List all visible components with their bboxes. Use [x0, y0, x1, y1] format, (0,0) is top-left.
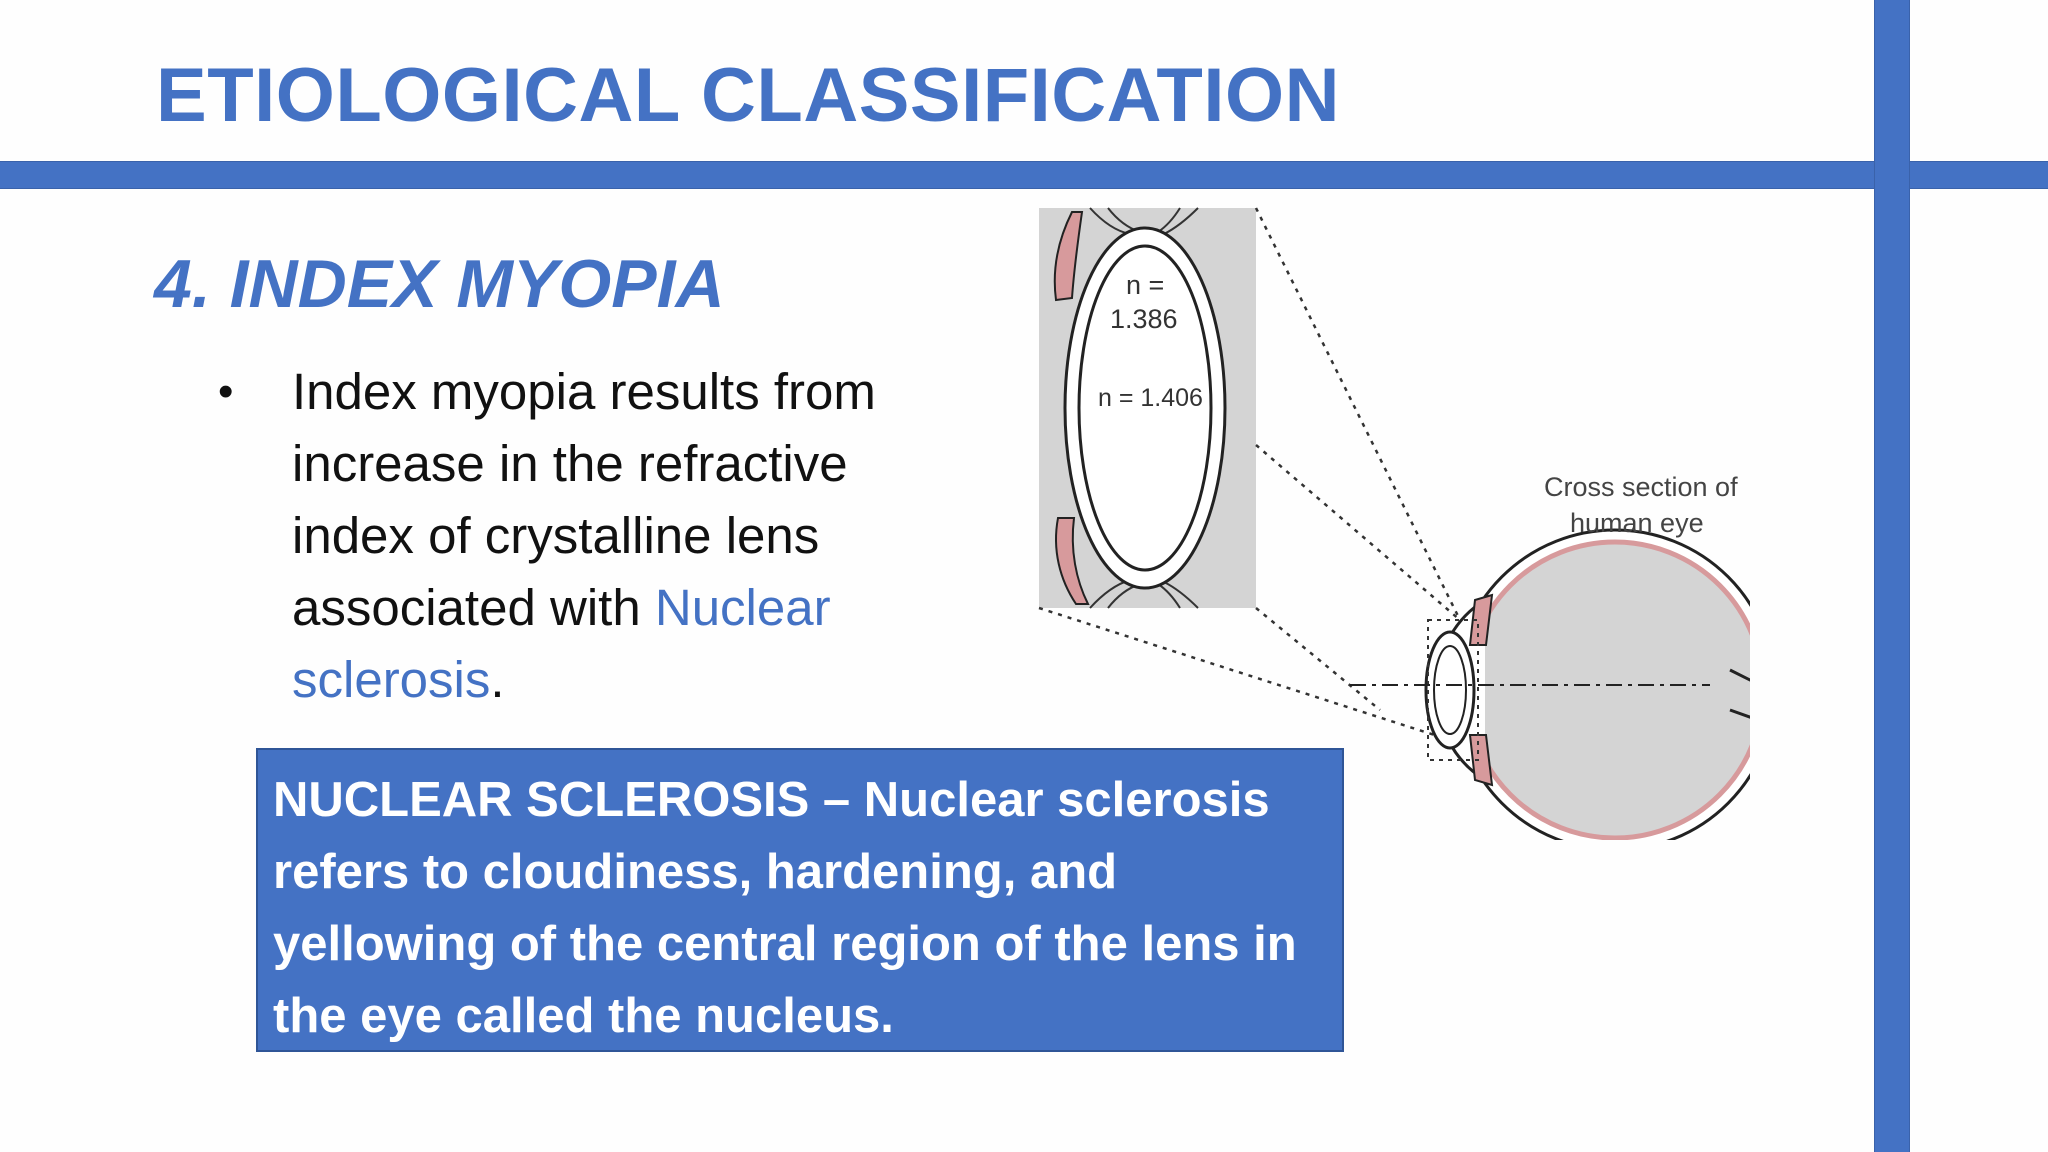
- n-inner-label: n = 1.406: [1098, 384, 1203, 412]
- bullet-text: Index myopia results from increase in th…: [292, 363, 876, 636]
- n-outer-label: n =: [1126, 270, 1165, 300]
- right-accent-bar: [1874, 0, 1910, 1152]
- eye-lens-inner: [1433, 645, 1467, 735]
- bullet-text-end: .: [490, 651, 505, 708]
- figure-caption-line2: human eye: [1570, 508, 1704, 538]
- bullet-list: • Index myopia results from increase in t…: [212, 356, 972, 716]
- nuclear-sclerosis-link[interactable]: Nuclear sclerosis: [292, 579, 831, 708]
- lens-nucleus: [1077, 244, 1213, 572]
- zoom-connector-1: [1254, 207, 1462, 621]
- slide-title: ETIOLOGICAL CLASSIFICATION: [156, 53, 1340, 138]
- zonules-lower: [1089, 579, 1199, 609]
- zonules-upper: [1089, 207, 1199, 235]
- iris-upper: [1468, 593, 1494, 646]
- eye-cross-section-figure: n = 1.386 n = 1.406 Cross section of hum…: [1030, 200, 1750, 840]
- zoom-connector-3: [1255, 607, 1381, 711]
- iris-upper-zoom: [1053, 211, 1084, 302]
- zoom-connector-4: [1038, 606, 1451, 742]
- definition-callout-box: NUCLEAR SCLEROSIS – Nuclear sclerosis re…: [256, 748, 1344, 1052]
- bullet-dot-icon: •: [218, 367, 234, 416]
- iris-lower: [1468, 734, 1494, 787]
- iris-lower-zoom: [1055, 517, 1090, 605]
- eyeball-inner: [1464, 539, 1750, 840]
- section-heading: 4. INDEX MYOPIA: [154, 246, 725, 322]
- callout-text: NUCLEAR SCLEROSIS – Nuclear sclerosis re…: [273, 773, 1297, 1043]
- figure-caption-line1: Cross section of: [1544, 472, 1738, 502]
- header-divider-bar: [0, 161, 2048, 189]
- n-outer-value: 1.386: [1110, 304, 1178, 334]
- zoom-connector-2: [1255, 444, 1461, 621]
- eye-diagram-svg: [1038, 207, 1750, 840]
- lens-zoom-box: [1427, 619, 1479, 761]
- bullet-item: • Index myopia results from increase in t…: [212, 356, 972, 716]
